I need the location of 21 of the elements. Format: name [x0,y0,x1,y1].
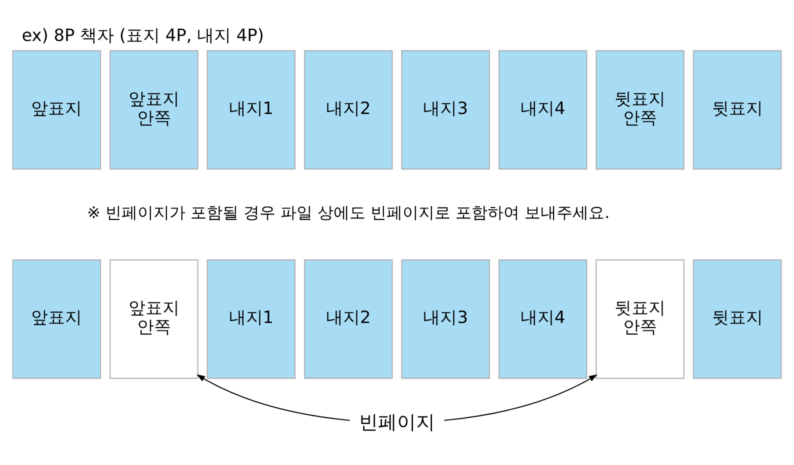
node-box: 내지3 [401,50,490,170]
node-box: 뒷표지 [692,50,782,170]
node-text: 빈페이지 [359,410,435,433]
arrow [196,374,350,420]
node-box: 내지4 [498,258,588,378]
node-box: 내지1 [206,258,296,378]
node-box: 앞표지 [12,50,102,170]
diagram-title: ex) 8P 책자 (표지 4P, 내지 4P) [22,24,264,44]
node-box: 내지1 [206,50,296,170]
node-box: 뒷표지 [692,258,782,378]
node-box: 앞표지 [12,258,102,378]
node-box: 뒷표지 안쪽 [596,50,684,170]
node-box: 뒷표지 안쪽 [596,258,684,378]
node-box: 앞표지 안쪽 [110,258,198,378]
node-box: 내지2 [304,50,393,170]
node-box: 앞표지 안쪽 [110,50,198,170]
node-box: 내지3 [401,258,490,378]
arrow [444,374,598,420]
node-box: 내지2 [304,258,393,378]
node-box: 내지4 [498,50,588,170]
label: ※ 빈페이지가 포함될 경우 파일 상에도 빈페이지로 포함하여 보내주세요. [87,202,610,222]
